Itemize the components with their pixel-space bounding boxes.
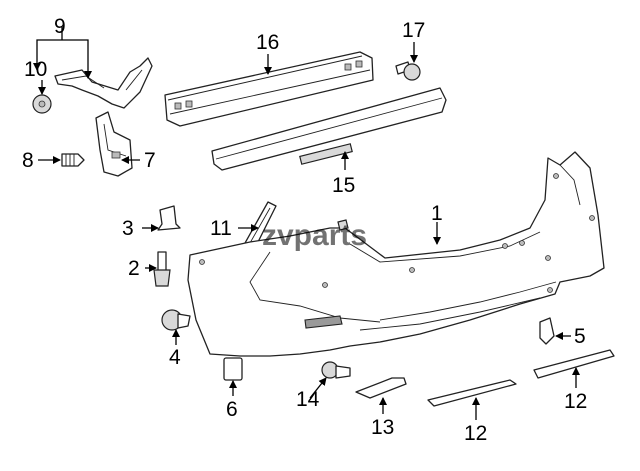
callout-17: 17 xyxy=(402,19,425,42)
grommet-4 xyxy=(161,309,191,331)
callout-13: 13 xyxy=(371,416,394,439)
screw-2 xyxy=(153,251,171,287)
callout-3: 3 xyxy=(122,217,134,240)
callout-14: 14 xyxy=(296,388,320,411)
callout-11: 11 xyxy=(210,217,232,240)
callout-7: 7 xyxy=(144,149,156,172)
callout-12a: 12 xyxy=(464,422,487,445)
molding-12-right xyxy=(533,349,615,379)
callout-6: 6 xyxy=(226,398,238,421)
energy-absorber xyxy=(211,87,447,171)
screw-8 xyxy=(61,153,85,167)
callout-2: 2 xyxy=(128,257,140,280)
callout-1: 1 xyxy=(431,202,443,225)
reflector-13 xyxy=(355,377,407,399)
callout-8: 8 xyxy=(22,149,34,172)
molding-12-left xyxy=(427,379,517,407)
callout-5: 5 xyxy=(574,325,586,348)
callout-15: 15 xyxy=(332,174,355,197)
reinforcement-beam xyxy=(164,51,374,127)
callout-10: 10 xyxy=(24,58,47,81)
bumper-cover xyxy=(187,151,605,357)
clip-3 xyxy=(157,205,181,231)
pad-6 xyxy=(223,357,243,381)
watermark-text: zvparts xyxy=(262,219,367,252)
callout-12b: 12 xyxy=(564,390,587,413)
clip-5 xyxy=(539,317,555,345)
bolt-10 xyxy=(32,94,52,114)
bolt-17 xyxy=(395,61,421,81)
callout-labels: 9 10 7 8 16 17 15 3 2 11 1 4 5 6 14 13 1… xyxy=(22,15,587,445)
retainer-bracket xyxy=(95,111,133,177)
callout-9: 9 xyxy=(54,15,66,38)
bolt-14 xyxy=(321,361,351,379)
callout-16: 16 xyxy=(256,31,279,54)
leader-lines xyxy=(33,26,580,420)
callout-4: 4 xyxy=(169,346,181,369)
side-bracket xyxy=(54,57,153,109)
